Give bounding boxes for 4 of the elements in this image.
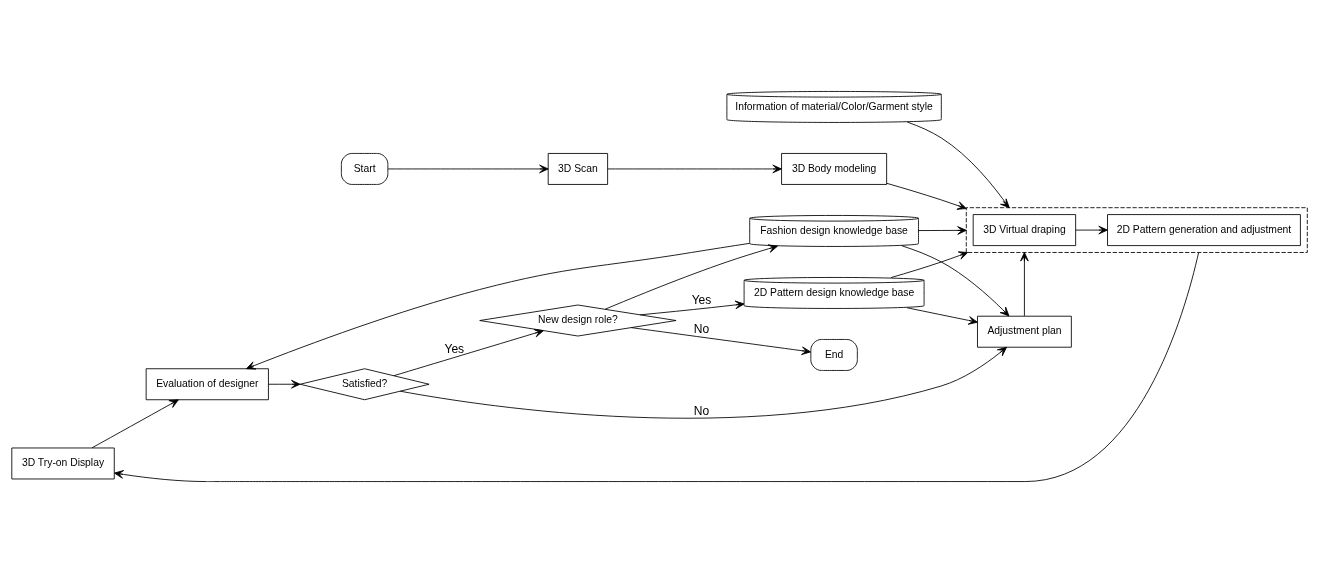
edge-label: No [693,403,710,418]
edge-label: Yes [691,293,712,308]
edge-label: No [693,321,710,336]
edge-label: Yes [444,341,465,356]
